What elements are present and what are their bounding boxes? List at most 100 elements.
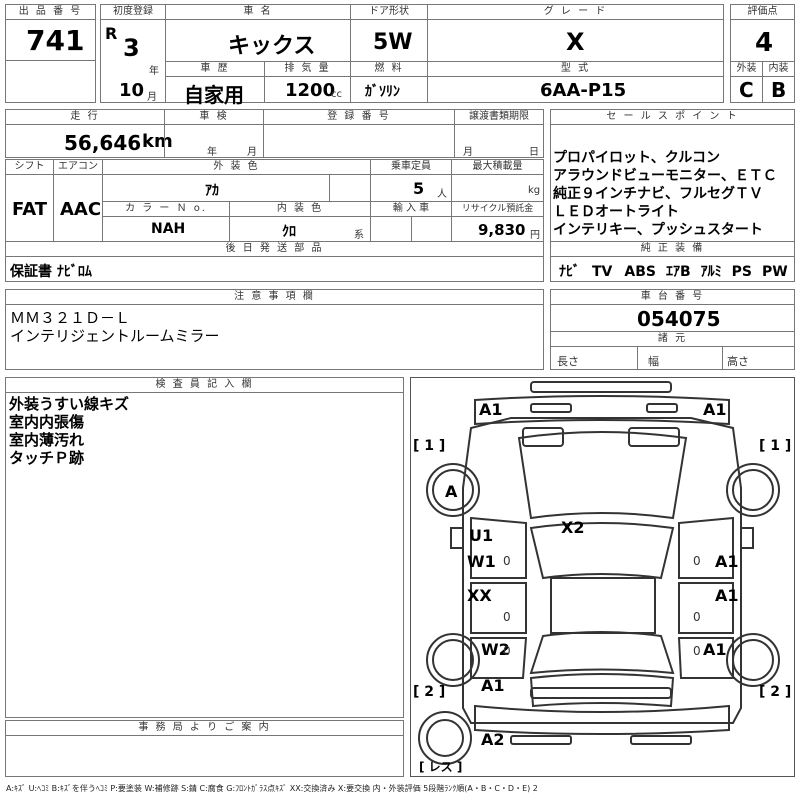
inspector-note: 室内薄汚れ	[9, 431, 85, 449]
int-color-cell: ｸﾛ 系	[229, 216, 371, 242]
dmg-door-fl-1: U1	[469, 526, 494, 545]
color-no-cell: NAH	[102, 216, 230, 242]
fuel: ｶﾞｿﾘﾝ	[365, 84, 400, 100]
import-cell	[370, 216, 412, 242]
chassis-number: 054075	[637, 307, 721, 331]
lot-blank	[5, 60, 96, 103]
zero-mark: 0	[503, 554, 511, 568]
dmg-door-fl-2: W1	[467, 552, 496, 571]
equip-airbag: ｴｱB	[665, 264, 691, 280]
zero-mark: 0	[503, 610, 511, 624]
notes-cell: ＭＭ３２１Ｄ－Ｌ インテリジェントルームミラー	[5, 304, 544, 370]
interior-cell: B	[762, 76, 795, 103]
fuel-cell: ｶﾞｿﾘﾝ	[350, 76, 428, 103]
color-cell: ｱｶ	[102, 174, 330, 202]
capacity-cell: 5 人	[370, 174, 452, 202]
model-label: 型 式	[427, 61, 724, 77]
mileage-cell: 56,646 km	[5, 124, 173, 158]
equip-alloy: ｱﾙﾐ	[700, 264, 722, 280]
transfer-label: 譲渡書類期限	[454, 109, 544, 125]
transfer-cell: 月 日	[454, 124, 544, 158]
interior-grade: B	[771, 78, 787, 102]
ac: AAC	[60, 199, 102, 220]
score: 4	[755, 28, 774, 58]
equip-pw: PW	[762, 264, 788, 280]
doors-cell: 5W	[350, 19, 428, 62]
dmg-door-fr: A1	[715, 552, 739, 571]
car-name-label: 車 名	[165, 4, 351, 20]
exterior-grade: C	[739, 78, 754, 102]
dim-length-cell: 長さ	[550, 346, 638, 370]
insp-month-unit: 月	[247, 147, 257, 158]
sales-point: プロパイロット、クルコン	[553, 150, 721, 166]
sales-point: アラウンドビューモニター、ＥＴＣ	[553, 168, 777, 184]
reg-no-cell	[263, 124, 455, 158]
dmg-hood: X2	[561, 518, 585, 537]
bracket-1-right: [ 1 ]	[759, 438, 792, 454]
equipment-label: 純 正 装 備	[550, 241, 795, 257]
dmg-wheel-fl: A	[445, 482, 458, 501]
first-reg-cell: R 3 年 10 月	[100, 19, 166, 103]
equip-abs: ABS	[624, 264, 656, 280]
first-reg-label: 初度登録	[100, 4, 166, 20]
inspector-label: 検 査 員 記 入 欄	[5, 377, 404, 393]
equip-ps: PS	[731, 264, 752, 280]
recycle-unit: 円	[530, 230, 540, 241]
dmg-door-rl: XX	[467, 586, 492, 605]
zero-mark: 0	[693, 644, 701, 658]
grade: X	[566, 28, 585, 56]
inspector-note: 室内内張傷	[9, 413, 85, 431]
model-cell: 6AA-P15	[427, 76, 724, 103]
chassis-cell: 054075	[550, 304, 795, 332]
car-name-cell: キックス	[165, 19, 351, 62]
car-diagram: A1 A1 X2 A U1 W1 XX A1 A1 W2 A1 A1 A2 0 …	[410, 377, 795, 777]
bracket-2-left: [ 2 ]	[413, 684, 446, 700]
spare-tire-label: [ レス ]	[419, 760, 463, 774]
capacity-label: 乗車定員	[370, 159, 452, 175]
zero-mark: 0	[693, 554, 701, 568]
later-parts-cell: 保証書 ﾅﾋﾞﾛﾑ	[5, 256, 544, 282]
displacement: 1200	[285, 80, 336, 101]
interior-label: 内装	[762, 61, 795, 77]
inspection-cell: 年 月	[164, 124, 264, 158]
dmg-front-right: A1	[703, 400, 727, 419]
inspection-label: 車 検	[164, 109, 264, 125]
car-outline	[418, 381, 780, 765]
damage-legend: A:ｷｽﾞ U:ﾍｺﾐ B:ｷｽﾞを伴うﾍｺﾐ P:要塗装 W:補修跡 S:錆 …	[6, 784, 538, 793]
reg-year: 3	[123, 34, 140, 62]
score-cell: 4	[730, 19, 795, 62]
zero-mark: 0	[503, 644, 511, 658]
reg-month: 10	[119, 80, 145, 101]
shift-label: シフト	[5, 159, 54, 175]
dimensions-label: 諸 元	[550, 331, 795, 347]
mileage-unit: km	[142, 131, 173, 152]
displacement-cell: 1200 cc	[264, 76, 351, 103]
dim-height: 高さ	[727, 355, 749, 368]
grade-cell: X	[427, 19, 724, 62]
dmg-rear-l: A1	[481, 676, 505, 695]
sales-points-cell: プロパイロット、クルコン アラウンドビューモニター、ＥＴＣ 純正９インチナビ、フ…	[550, 124, 795, 242]
color-no-label: カ ラ ー Ｎ o.	[102, 201, 230, 217]
month-unit: 月	[147, 92, 157, 103]
color-label: 外 装 色	[102, 159, 371, 175]
equip-navi: ﾅﾋﾞ	[559, 264, 580, 280]
sales-point: ＬＥＤオートライト	[553, 204, 679, 220]
sales-points-label: セ ー ル ス ポ イ ン ト	[550, 109, 795, 125]
model: 6AA-P15	[540, 80, 627, 101]
int-color: ｸﾛ	[282, 224, 296, 240]
capacity-unit: 人	[437, 189, 447, 200]
score-label: 評価点	[730, 4, 795, 20]
history-label: 車 歴	[165, 61, 265, 77]
int-color-unit: 系	[354, 230, 364, 241]
fuel-label: 燃 料	[350, 61, 428, 77]
year-unit: 年	[149, 66, 159, 77]
lot-label: 出 品 番 号	[5, 4, 96, 20]
doors: 5W	[373, 30, 413, 55]
color-no: NAH	[151, 221, 186, 237]
dim-length: 長さ	[557, 355, 579, 368]
color-extra-cell	[329, 174, 371, 202]
exterior-label: 外装	[730, 61, 763, 77]
dmg-rear-bumper: A2	[481, 730, 505, 749]
inspector-note: 外装うすい線キズ	[9, 395, 130, 413]
